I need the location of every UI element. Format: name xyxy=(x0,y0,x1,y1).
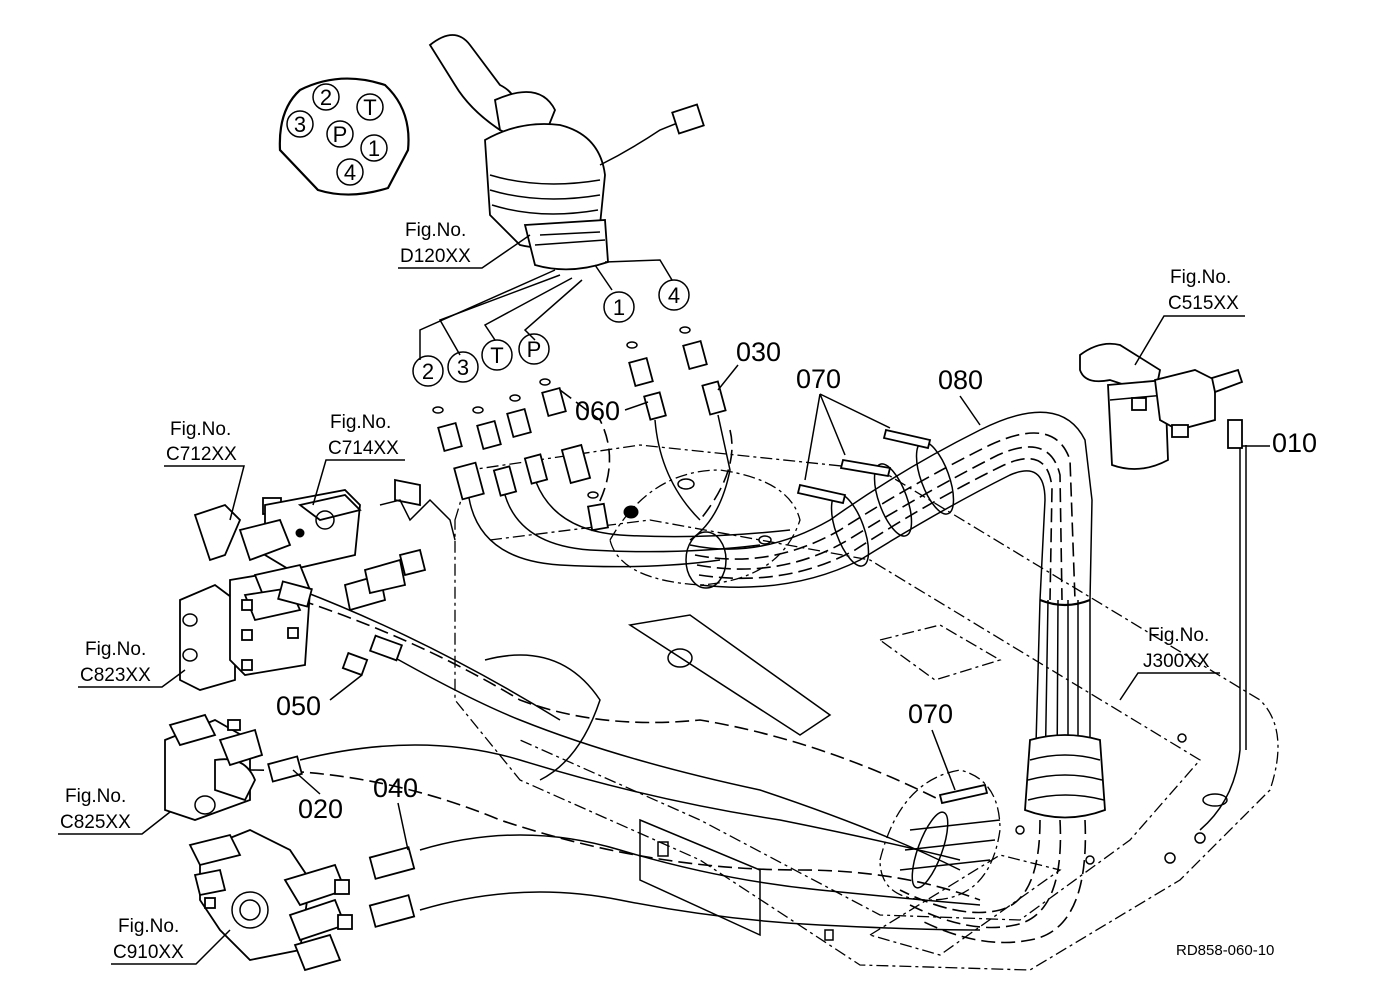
fig-ref-c712-title: Fig.No. xyxy=(170,419,231,440)
port-label-p: P xyxy=(527,337,542,362)
fig-ref-d120: Fig.No. D120XX xyxy=(398,220,531,269)
fig-ref-c823-title: Fig.No. xyxy=(85,639,146,660)
fig-ref-c714-code: C714XX xyxy=(328,438,399,459)
filter-assembly-c515 xyxy=(1079,342,1244,470)
fig-ref-d120-title: Fig.No. xyxy=(405,220,466,241)
hose-020-040-fittings xyxy=(267,755,416,928)
fig-ref-c714-title: Fig.No. xyxy=(330,412,391,433)
drawing-code: RD858-060-10 xyxy=(1176,942,1274,959)
part-010: 010 xyxy=(1242,428,1317,458)
part-number-010: 010 xyxy=(1272,428,1317,458)
part-number-050: 050 xyxy=(276,691,321,721)
fig-ref-j300-code: J300XX xyxy=(1143,651,1210,672)
fig-ref-c515-title: Fig.No. xyxy=(1170,267,1231,288)
fig-ref-c910-code: C910XX xyxy=(113,942,184,963)
hose-bundle-080 xyxy=(685,411,1106,944)
port-map-4: 4 xyxy=(344,160,356,185)
fig-ref-c825: Fig.No. C825XX xyxy=(58,786,171,835)
port-map-t: T xyxy=(363,95,376,120)
port-map-1: 1 xyxy=(368,136,380,161)
part-070-upper: 070 xyxy=(796,364,891,481)
port-label-2: 2 xyxy=(422,359,434,384)
part-030: 030 xyxy=(717,337,781,391)
fig-ref-c714: Fig.No. C714XX xyxy=(312,412,405,506)
fig-ref-c712: Fig.No. C712XX xyxy=(164,419,245,521)
part-number-070-upper: 070 xyxy=(796,364,841,394)
fig-ref-c515: Fig.No. C515XX xyxy=(1134,267,1245,366)
part-number-020: 020 xyxy=(298,794,343,824)
fig-ref-c825-title: Fig.No. xyxy=(65,786,126,807)
port-leader-lines xyxy=(419,259,673,360)
hose-fittings xyxy=(432,326,727,532)
part-number-070-lower: 070 xyxy=(908,699,953,729)
part-070-lower: 070 xyxy=(908,699,956,791)
fig-ref-c910: Fig.No. C910XX xyxy=(111,916,231,965)
valve-c825 xyxy=(164,713,264,821)
fig-ref-c825-code: C825XX xyxy=(60,812,131,833)
part-020: 020 xyxy=(292,769,343,824)
part-040: 040 xyxy=(373,773,418,851)
fig-ref-d120-code: D120XX xyxy=(400,246,471,267)
part-number-080: 080 xyxy=(938,365,983,395)
port-map-p: P xyxy=(333,122,348,147)
part-number-040: 040 xyxy=(373,773,418,803)
part-050: 050 xyxy=(276,674,363,721)
port-label-t: T xyxy=(490,343,503,368)
pilot-joystick xyxy=(428,34,705,271)
valve-c910 xyxy=(188,829,353,972)
fig-ref-c515-code: C515XX xyxy=(1168,293,1239,314)
pilot-hoses xyxy=(468,389,791,568)
fig-ref-c823: Fig.No. C823XX xyxy=(78,639,186,688)
fig-ref-c823-code: C823XX xyxy=(80,665,151,686)
port-map-2: 2 xyxy=(320,85,332,110)
port-label-4: 4 xyxy=(668,283,680,308)
valve-block-c712-c714-c823 xyxy=(179,478,456,691)
fig-ref-c712-code: C712XX xyxy=(166,444,237,465)
part-060: 060 xyxy=(575,396,649,426)
part-number-060: 060 xyxy=(575,396,620,426)
hose-050-fittings xyxy=(341,634,404,677)
port-map-3: 3 xyxy=(294,112,306,137)
port-label-3: 3 xyxy=(457,355,469,380)
floor-plate xyxy=(454,444,1279,971)
lower-hoses xyxy=(249,445,1247,931)
fig-ref-c910-title: Fig.No. xyxy=(118,916,179,937)
part-080: 080 xyxy=(938,365,983,426)
fig-ref-j300: Fig.No. J300XX xyxy=(1119,625,1220,701)
part-number-030: 030 xyxy=(736,337,781,367)
fig-ref-j300-title: Fig.No. xyxy=(1148,625,1209,646)
cable-ties-070 xyxy=(796,428,1001,901)
port-callouts: 2 3 T P 1 4 xyxy=(412,279,690,387)
port-label-1: 1 xyxy=(613,295,625,320)
port-layout-diagram: 2 T 3 P 1 4 xyxy=(278,77,410,196)
